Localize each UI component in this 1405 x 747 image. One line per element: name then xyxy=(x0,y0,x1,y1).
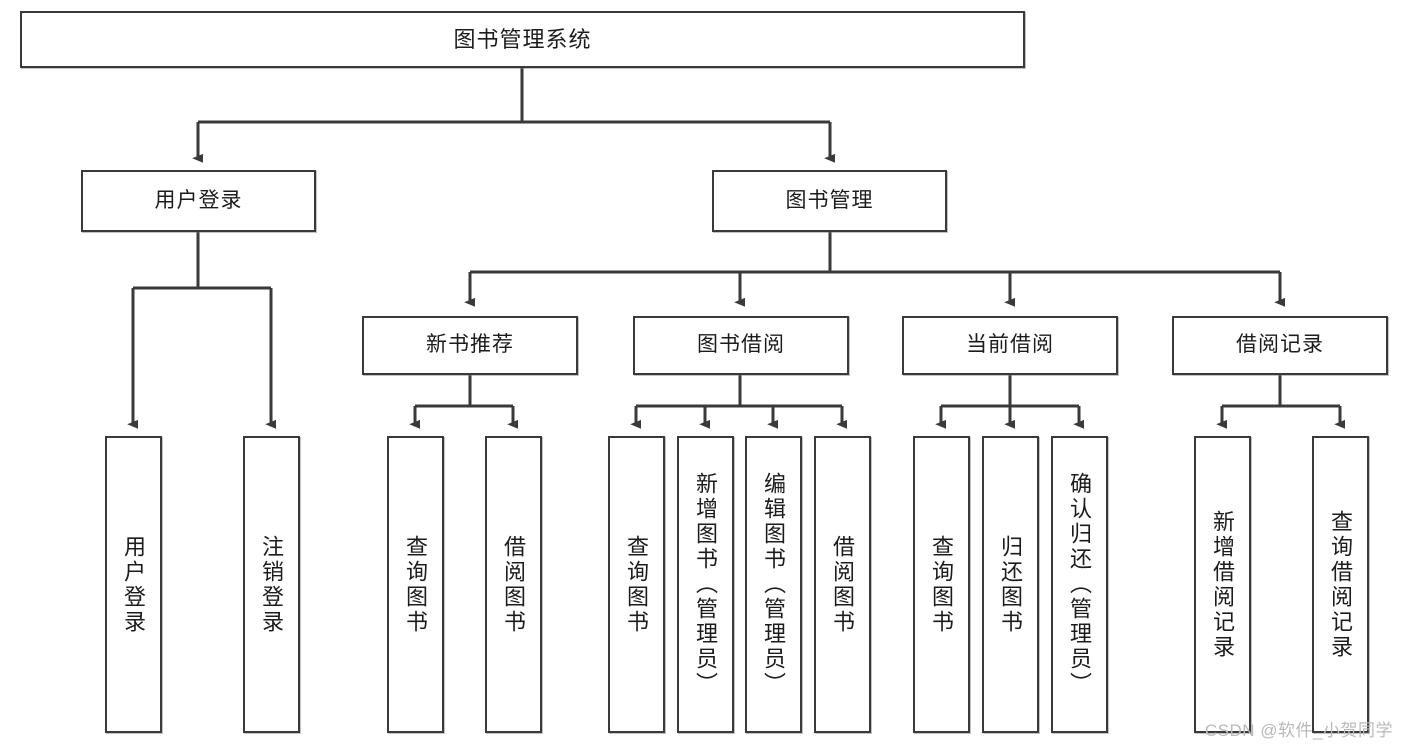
node-current-borrow[interactable]: 当前借阅 xyxy=(902,316,1118,375)
node-new-book-recommend[interactable]: 新书推荐 xyxy=(362,316,578,375)
node-label: 图书管理系统 xyxy=(453,26,592,52)
node-label: 查询图书 xyxy=(403,534,429,635)
node-label: 新增图书（管理员） xyxy=(693,472,719,697)
node-borrow-record[interactable]: 借阅记录 xyxy=(1172,316,1388,375)
node-label: 查询借阅记录 xyxy=(1328,509,1354,660)
node-label: 编辑图书（管理员） xyxy=(761,472,787,697)
node-leaf-query-borrow-record[interactable]: 查询借阅记录 xyxy=(1312,436,1369,733)
node-leaf-logout[interactable]: 注销登录 xyxy=(243,436,300,733)
node-root-system[interactable]: 图书管理系统 xyxy=(20,11,1025,68)
node-label: 确认归还（管理员） xyxy=(1067,472,1093,697)
node-label: 用户登录 xyxy=(154,188,243,212)
node-leaf-query-book-recommend[interactable]: 查询图书 xyxy=(387,436,444,733)
node-leaf-add-borrow-record[interactable]: 新增借阅记录 xyxy=(1194,436,1251,733)
node-leaf-query-book-borrow[interactable]: 查询图书 xyxy=(608,436,665,733)
node-leaf-query-book-current[interactable]: 查询图书 xyxy=(913,436,970,733)
node-label: 查询图书 xyxy=(929,534,955,635)
node-leaf-borrow-book[interactable]: 借阅图书 xyxy=(814,436,871,733)
node-leaf-user-login[interactable]: 用户登录 xyxy=(105,436,162,733)
node-label: 新书推荐 xyxy=(426,333,514,357)
node-label: 借阅图书 xyxy=(830,534,856,635)
node-label: 图书管理 xyxy=(785,188,874,212)
node-book-management[interactable]: 图书管理 xyxy=(712,170,947,232)
watermark-text: CSDN @软件_小贺同学 xyxy=(1204,721,1393,740)
node-label: 新增借阅记录 xyxy=(1210,509,1236,660)
node-user-login[interactable]: 用户登录 xyxy=(81,170,316,232)
node-leaf-confirm-return-admin[interactable]: 确认归还（管理员） xyxy=(1051,436,1108,733)
node-label: 归还图书 xyxy=(998,534,1024,635)
node-leaf-return-book[interactable]: 归还图书 xyxy=(982,436,1039,733)
node-label: 注销登录 xyxy=(259,534,285,635)
node-leaf-add-book-admin[interactable]: 新增图书（管理员） xyxy=(677,436,734,733)
node-label: 借阅记录 xyxy=(1236,333,1324,357)
node-label: 查询图书 xyxy=(624,534,650,635)
node-label: 当前借阅 xyxy=(966,333,1054,357)
node-label: 图书借阅 xyxy=(697,333,785,357)
node-book-borrow[interactable]: 图书借阅 xyxy=(633,316,849,375)
node-label: 借阅图书 xyxy=(501,534,527,635)
node-leaf-edit-book-admin[interactable]: 编辑图书（管理员） xyxy=(745,436,802,733)
node-label: 用户登录 xyxy=(121,534,147,635)
node-leaf-borrow-book-recommend[interactable]: 借阅图书 xyxy=(485,436,542,733)
